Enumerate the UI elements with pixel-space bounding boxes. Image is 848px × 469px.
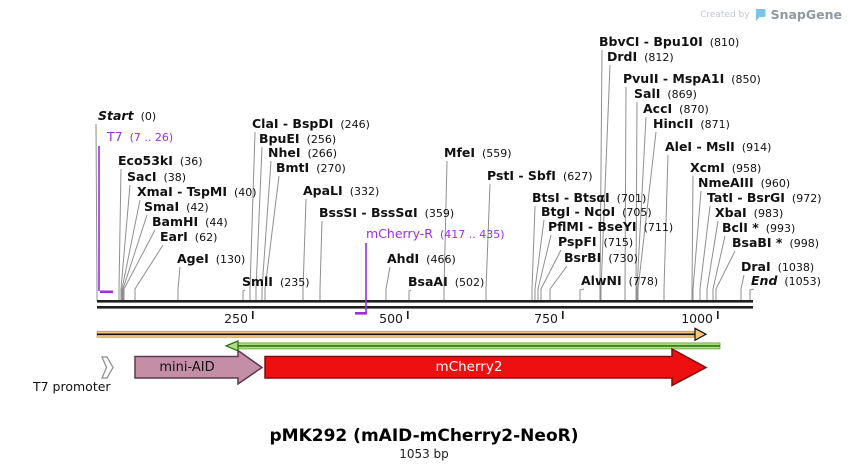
- reverse-orf-arrowhead: [224, 339, 239, 352]
- site-connector-line: [255, 146, 263, 301]
- ruler-tick: [407, 311, 409, 319]
- title-block: pMK292 (mAID-mCherry2-NeoR) 1053 bp: [0, 427, 848, 462]
- site-connector-line: [706, 220, 719, 301]
- site-connector-line: [120, 184, 131, 301]
- reverse-orf-arrow-core: [235, 345, 720, 347]
- site-connector-line: [636, 116, 647, 301]
- sequence-bar: [97, 300, 753, 303]
- snapgene-logo-icon: [755, 8, 766, 21]
- watermark-brand: SnapGene: [770, 7, 842, 22]
- site-connector-line: [663, 154, 669, 301]
- site-connector-line: [540, 249, 562, 301]
- mini-aid-arrow[interactable]: [134, 349, 264, 386]
- site-connector-line: [123, 229, 156, 301]
- site-connector-line: [122, 214, 148, 301]
- sequence-bar: [97, 306, 753, 309]
- site-connector-line: [599, 49, 603, 301]
- watermark-created-by: Created by: [700, 9, 750, 20]
- site-connector-line: [534, 219, 545, 301]
- t7-promoter-label: T7 promoter: [33, 379, 111, 394]
- site-connector-line: [715, 250, 736, 301]
- plasmid-title: pMK292 (mAID-mCherry2-NeoR): [269, 426, 579, 446]
- site-connector-line: [264, 175, 280, 301]
- site-connector-line: [302, 198, 307, 301]
- primer-extent-mark[interactable]: [355, 312, 367, 315]
- site-connector-line: [95, 123, 98, 301]
- site-connector-line: [635, 101, 638, 301]
- site-connector-line: [537, 234, 552, 301]
- mcherry2-label: mCherry2: [435, 359, 503, 375]
- site-connector-line: [121, 199, 141, 301]
- ruler-tick: [717, 311, 719, 319]
- mini-aid-label: mini-AID: [159, 360, 215, 375]
- site-connector-line: [712, 235, 726, 301]
- site-connector-line: [692, 190, 702, 301]
- site-connector-line: [699, 205, 711, 301]
- plasmid-length: 1053 bp: [399, 447, 449, 461]
- site-connector-line: [249, 131, 256, 301]
- site-connector-line: [579, 288, 585, 301]
- primer-extent-mark[interactable]: [100, 290, 113, 294]
- t7-promoter-arrow[interactable]: [101, 356, 114, 379]
- site-connector-line: [600, 64, 611, 301]
- site-connector-line: [319, 220, 323, 301]
- site-connector-line: [624, 86, 627, 301]
- orf-arrow-core: [97, 333, 698, 336]
- site-connector-line: [749, 288, 755, 301]
- orf-arrowhead: [694, 327, 708, 342]
- site-connector-line: [443, 160, 448, 301]
- site-connector-line: [408, 289, 412, 301]
- site-connector-line: [637, 131, 657, 301]
- watermark: Created by SnapGene: [700, 7, 842, 22]
- site-connector-line: [177, 266, 181, 301]
- site-connector-line: [385, 266, 391, 301]
- site-connector-line: [549, 265, 568, 301]
- mcherry2-arrow[interactable]: [264, 347, 708, 387]
- site-connector-line: [485, 183, 491, 301]
- ruler-tick: [252, 311, 254, 319]
- site-connector-line: [242, 289, 246, 301]
- site-connector-line: [531, 205, 536, 301]
- site-connector-line: [740, 274, 745, 301]
- site-connector-line: [134, 244, 164, 301]
- site-connector-line: [691, 175, 694, 301]
- site-connector-line: [261, 160, 272, 301]
- ruler-tick: [562, 311, 564, 319]
- site-connector-line: [118, 168, 122, 301]
